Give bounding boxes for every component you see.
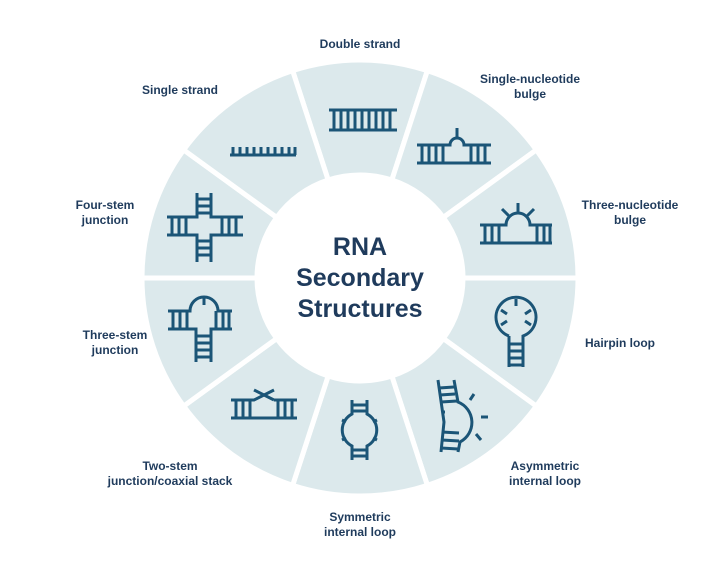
single-strand-icon <box>230 147 297 157</box>
label-symmetric-internal-loop: Symmetric internal loop <box>324 510 396 539</box>
two-stem-junction-icon <box>231 388 297 420</box>
label-three-stem-junction: Three-stem junction <box>82 328 148 357</box>
diagram-title: RNA Secondary Structures <box>296 233 424 323</box>
label-three-nucleotide-bulge: Three-nucleotide bulge <box>581 198 679 227</box>
three-nucleotide-bulge-icon <box>480 203 552 245</box>
label-two-stem-junction: Two-stem junction/coaxial stack <box>107 459 233 488</box>
center-disc <box>257 175 463 381</box>
label-four-stem-junction: Four-stem junction <box>75 198 135 227</box>
label-single-nucleotide-bulge: Single-nucleotide bulge <box>479 72 580 101</box>
single-nucleotide-bulge-icon <box>417 128 491 165</box>
four-stem-junction-icon <box>167 193 243 262</box>
label-asymmetric-internal-loop: Asymmetric internal loop <box>509 459 581 488</box>
label-single-strand: Single strand <box>141 83 218 97</box>
hairpin-loop-icon <box>494 295 538 367</box>
double-strand-icon <box>329 108 397 132</box>
label-hairpin-loop: Hairpin loop <box>585 336 655 350</box>
symmetric-internal-loop-icon <box>340 400 379 460</box>
three-stem-junction-icon <box>168 295 232 362</box>
asymmetric-internal-loop-icon <box>436 379 488 453</box>
label-double-strand: Double strand <box>319 37 401 51</box>
